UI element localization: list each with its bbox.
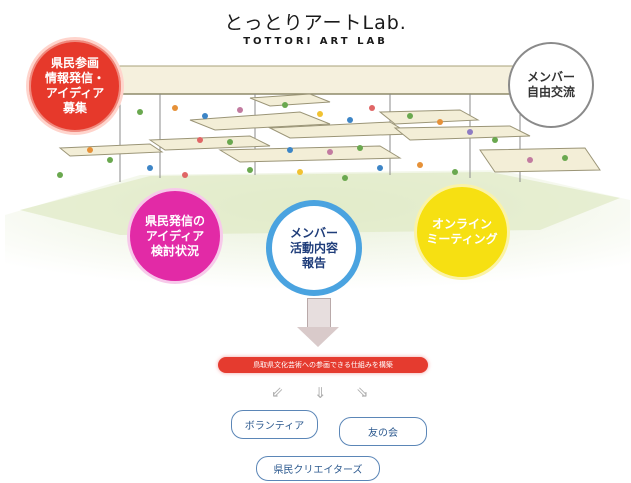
people-figures (57, 102, 568, 181)
arrow-down-icon: ⇓ (314, 384, 327, 402)
circle-member-report: メンバー 活動内容 報告 (266, 200, 362, 296)
arrow-down-right-icon: ⇘ (356, 383, 369, 401)
roof (80, 65, 562, 95)
circle-citizen-participation: 県民参画 情報発信・ アイディア 募集 (26, 37, 124, 135)
pill-volunteer: ボランティア (231, 410, 318, 439)
circle-idea-status: 県民発信の アイディア 検討状況 (127, 188, 223, 284)
arrow-down-left-icon: ⇙ (271, 383, 284, 401)
system-banner: 鳥取県文化芸術への参画できる仕組みを構築 (218, 357, 428, 373)
page-title: とっとりアートLab. (224, 12, 407, 34)
down-arrow-icon (297, 327, 339, 347)
circle-member-exchange: メンバー 自由交流 (508, 42, 594, 128)
pill-friends-club: 友の会 (339, 417, 427, 446)
down-arrow-shaft (307, 298, 331, 329)
circle-online-meeting: オンライン ミーティング (414, 184, 510, 280)
page-subtitle: TOTTORI ART LAB (243, 36, 388, 47)
pill-citizen-creators: 県民クリエイターズ (256, 456, 380, 481)
floors (58, 93, 601, 173)
